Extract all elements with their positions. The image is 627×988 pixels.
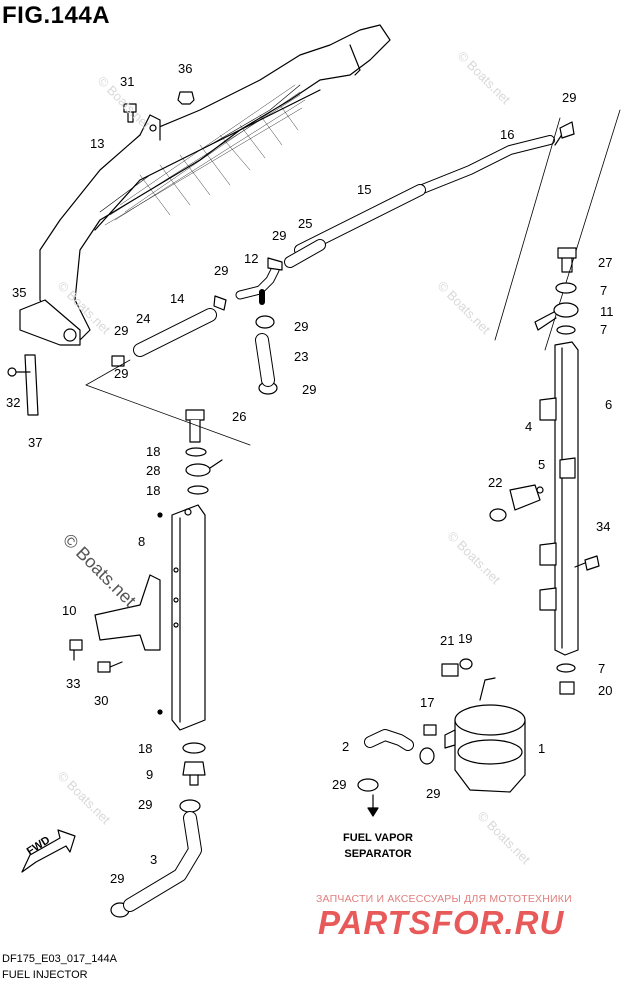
fitting-28 bbox=[185, 459, 223, 477]
washer-7b bbox=[556, 325, 576, 335]
callout-9[interactable]: 9 bbox=[146, 767, 154, 782]
bracket-10 bbox=[94, 574, 161, 651]
fuel-vapor-separator-label: FUEL VAPOR SEPARATOR bbox=[328, 830, 428, 862]
cap-19 bbox=[459, 658, 473, 670]
callout-29c[interactable]: 29 bbox=[214, 263, 229, 278]
callout-29h[interactable]: 29 bbox=[110, 871, 125, 886]
fuel-rail-8 bbox=[157, 504, 206, 731]
callout-28[interactable]: 28 bbox=[146, 463, 161, 478]
hose-3 bbox=[123, 811, 202, 912]
callout-35[interactable]: 35 bbox=[12, 285, 27, 300]
callout-30[interactable]: 30 bbox=[94, 693, 109, 708]
callout-12[interactable]: 12 bbox=[244, 251, 259, 266]
callout-7c[interactable]: 7 bbox=[598, 661, 606, 676]
arrow-down-icon bbox=[367, 794, 379, 817]
callout-31[interactable]: 31 bbox=[120, 74, 135, 89]
callout-37[interactable]: 37 bbox=[28, 435, 43, 450]
hose-2 bbox=[364, 729, 414, 751]
fitting-9 bbox=[182, 761, 206, 786]
callout-26[interactable]: 26 bbox=[232, 409, 247, 424]
callout-23[interactable]: 23 bbox=[294, 349, 309, 364]
hose-16 bbox=[415, 129, 566, 195]
callout-29e[interactable]: 29 bbox=[294, 319, 309, 334]
callout-27[interactable]: 27 bbox=[598, 255, 613, 270]
fuel-vapor-line2: SEPARATOR bbox=[344, 848, 412, 860]
bracket-cover-13 bbox=[19, 24, 391, 346]
callout-15[interactable]: 15 bbox=[357, 182, 372, 197]
callout-17[interactable]: 17 bbox=[420, 695, 435, 710]
brand-logo[interactable]: PARTSFOR.RU bbox=[318, 904, 565, 941]
callout-25[interactable]: 25 bbox=[298, 216, 313, 231]
callout-29i[interactable]: 29 bbox=[332, 777, 347, 792]
bolt-26 bbox=[185, 409, 205, 443]
leader-lines bbox=[85, 109, 621, 446]
callout-8[interactable]: 8 bbox=[138, 534, 146, 549]
bolt-30 bbox=[97, 661, 123, 673]
injector-22 bbox=[489, 484, 544, 522]
callout-29j[interactable]: 29 bbox=[426, 786, 441, 801]
figure-title: FIG.144A bbox=[2, 2, 111, 29]
callout-22[interactable]: 22 bbox=[488, 475, 503, 490]
callout-18b[interactable]: 18 bbox=[146, 483, 161, 498]
fuel-vapor-line1: FUEL VAPOR bbox=[343, 832, 413, 844]
callout-29b[interactable]: 29 bbox=[272, 228, 287, 243]
callout-24[interactable]: 24 bbox=[136, 311, 151, 326]
bolt-33 bbox=[69, 639, 83, 661]
nut-36 bbox=[177, 91, 195, 105]
washer-18c bbox=[182, 742, 206, 754]
callout-10[interactable]: 10 bbox=[62, 603, 77, 618]
joint-12 bbox=[235, 265, 280, 305]
callout-29g[interactable]: 29 bbox=[138, 797, 153, 812]
bolt-17 bbox=[423, 724, 437, 736]
callout-34[interactable]: 34 bbox=[596, 519, 611, 534]
bolt-27 bbox=[557, 247, 577, 273]
callout-29k[interactable]: 29 bbox=[114, 366, 129, 381]
plug-20 bbox=[559, 681, 575, 695]
callout-19[interactable]: 19 bbox=[458, 631, 473, 646]
callout-33[interactable]: 33 bbox=[66, 676, 81, 691]
fitting-11 bbox=[534, 302, 579, 331]
delivery-pipe-6 bbox=[539, 341, 579, 656]
callout-13[interactable]: 13 bbox=[90, 136, 105, 151]
callout-18c[interactable]: 18 bbox=[138, 741, 153, 756]
bracket-35 bbox=[7, 354, 39, 416]
hose-23 bbox=[255, 333, 275, 387]
washer-7c bbox=[556, 663, 576, 673]
callout-18a[interactable]: 18 bbox=[146, 444, 161, 459]
callout-1[interactable]: 1 bbox=[538, 741, 546, 756]
figure-code: DF175_E03_017_144A bbox=[2, 953, 117, 965]
callout-29d[interactable]: 29 bbox=[114, 323, 129, 338]
washer-7a bbox=[555, 282, 577, 294]
bolt-31 bbox=[123, 103, 137, 123]
hose-25 bbox=[284, 239, 326, 268]
brand-tagline: ЗАПЧАСТИ И АКСЕССУАРЫ ДЛЯ МОТОТЕХНИКИ bbox=[316, 893, 572, 905]
callout-4[interactable]: 4 bbox=[525, 419, 533, 434]
callout-5[interactable]: 5 bbox=[538, 457, 546, 472]
callout-7a[interactable]: 7 bbox=[600, 283, 608, 298]
callout-11[interactable]: 11 bbox=[600, 304, 614, 319]
hose-14 bbox=[133, 308, 217, 357]
callout-20[interactable]: 20 bbox=[598, 683, 613, 698]
callout-29f[interactable]: 29 bbox=[302, 382, 317, 397]
callout-2[interactable]: 2 bbox=[342, 739, 350, 754]
callout-14[interactable]: 14 bbox=[170, 291, 185, 306]
callout-6[interactable]: 6 bbox=[605, 397, 613, 412]
figure-name: FUEL INJECTOR bbox=[2, 969, 88, 981]
fwd-arrow-icon bbox=[21, 829, 76, 873]
callout-29a[interactable]: 29 bbox=[562, 90, 577, 105]
bolt-34 bbox=[574, 555, 600, 571]
washer-18b bbox=[187, 485, 209, 495]
callout-21[interactable]: 21 bbox=[440, 633, 455, 648]
callout-3[interactable]: 3 bbox=[150, 852, 158, 867]
fuel-vapor-separator-1 bbox=[444, 677, 526, 793]
callout-32[interactable]: 32 bbox=[6, 395, 21, 410]
callout-36[interactable]: 36 bbox=[178, 61, 193, 76]
grommet-21 bbox=[441, 663, 459, 677]
callout-7b[interactable]: 7 bbox=[600, 322, 608, 337]
callout-16[interactable]: 16 bbox=[500, 127, 515, 142]
washer-18a bbox=[185, 447, 207, 457]
